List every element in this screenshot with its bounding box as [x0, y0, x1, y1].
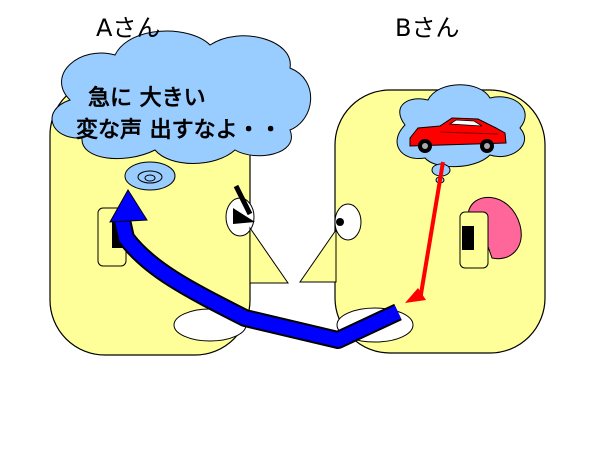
thought-cloud-a — [51, 30, 312, 164]
thought-bubble-a-1 — [124, 161, 176, 191]
thought-bubble-a-1-inner — [137, 170, 163, 184]
thought-text-line-2: 変な声 出すなよ・・ — [76, 118, 282, 143]
person-a-label: Aさん — [96, 14, 161, 42]
thought-bubble-a-2 — [144, 174, 156, 182]
pupil-b — [336, 218, 344, 226]
person-b-label: Bさん — [395, 14, 460, 42]
eyebrow-a — [233, 184, 253, 216]
red-arrow-head — [405, 288, 426, 303]
nose-a — [249, 226, 289, 284]
ear-b-inner — [462, 226, 474, 250]
red-arrow — [418, 161, 445, 301]
red-sports-car-icon — [409, 117, 507, 153]
nose-b — [299, 228, 337, 283]
blue-arrow-body — [115, 218, 401, 347]
eye-b — [334, 203, 362, 241]
pupil-a — [233, 208, 255, 224]
thought-text-line-1: 急に 大きい — [88, 86, 206, 111]
blue-arrow-head — [109, 189, 148, 223]
